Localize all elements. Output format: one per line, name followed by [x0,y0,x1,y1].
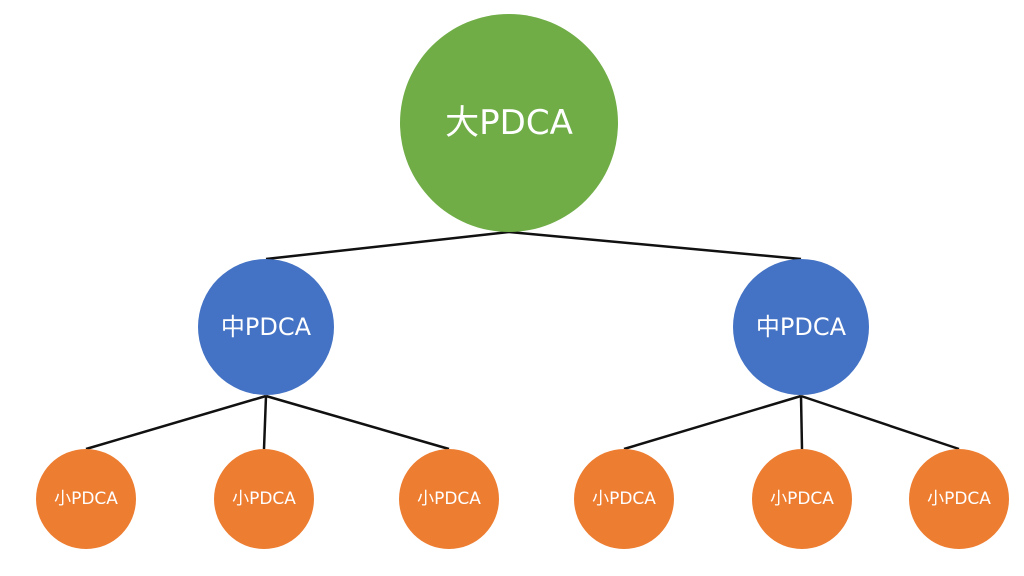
node-leaf-2-label: 小PDCA [232,489,296,509]
node-leaf-1-circle [36,449,136,549]
node-leaf-4: 小PDCA [574,449,674,549]
node-leaf-2-circle [214,449,314,549]
connector-mid-left-to-leaf-3 [265,394,450,451]
node-mid-left-label: 中PDCA [221,313,312,341]
node-leaf-3-circle [399,449,499,549]
node-leaf-5-circle [752,449,852,549]
node-mid-right-circle [733,259,869,395]
connector-mid-right-to-leaf-6 [800,394,960,451]
connector-mid-left-to-leaf-1 [85,394,267,451]
node-leaf-1-label: 小PDCA [54,489,118,509]
node-top: 大PDCA [400,14,618,232]
node-leaf-5: 小PDCA [752,449,852,549]
node-mid-left-circle [198,259,334,395]
node-mid-right-label: 中PDCA [756,313,847,341]
connectors [85,230,960,451]
node-mid-left: 中PDCA [198,259,334,395]
connector-top-to-mid-right [508,230,802,261]
node-leaf-1: 小PDCA [36,449,136,549]
connector-top-to-mid-left [265,230,510,261]
node-leaf-5-label: 小PDCA [770,489,834,509]
node-leaf-3-label: 小PDCA [417,489,481,509]
node-leaf-6: 小PDCA [909,449,1009,549]
node-leaf-6-circle [909,449,1009,549]
node-leaf-2: 小PDCA [214,449,314,549]
connector-mid-right-to-leaf-5 [799,395,804,450]
node-leaf-3: 小PDCA [399,449,499,549]
node-mid-right: 中PDCA [733,259,869,395]
node-leaf-4-label: 小PDCA [592,489,656,509]
node-top-circle [400,14,618,232]
connector-mid-left-to-leaf-2 [262,395,268,450]
node-leaf-6-label: 小PDCA [927,489,991,509]
connector-mid-right-to-leaf-4 [623,394,802,451]
node-leaf-4-circle [574,449,674,549]
node-top-label: 大PDCA [445,103,573,143]
